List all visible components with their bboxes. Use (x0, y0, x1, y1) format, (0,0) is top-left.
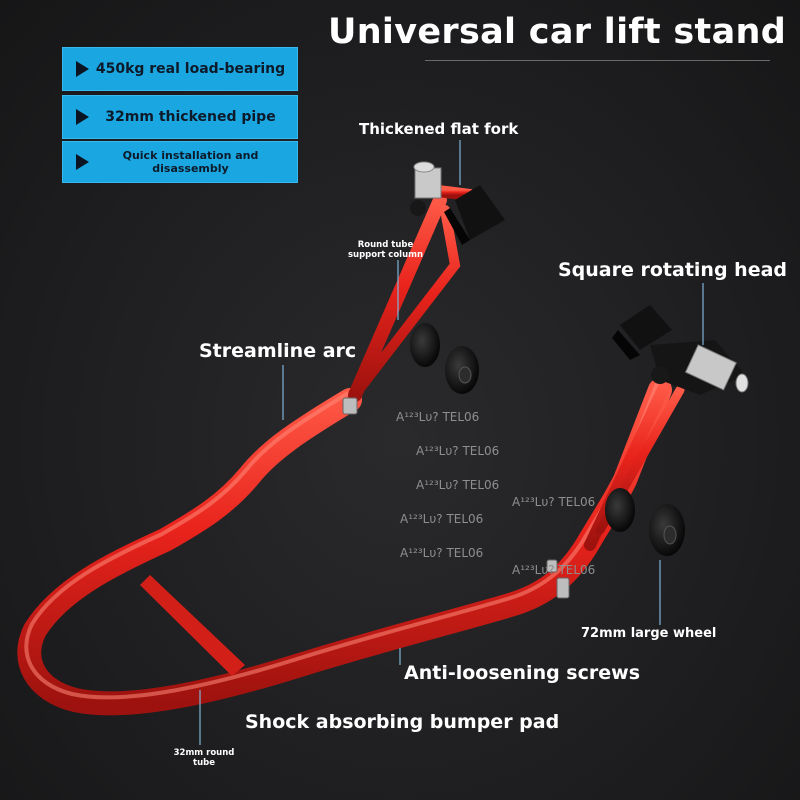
callout-support-column: Round tube support column (347, 240, 424, 260)
right-wheels (605, 488, 685, 556)
callout-flat-fork: Thickened flat fork (359, 120, 519, 138)
watermark-text: A¹²³Lυ? TEL06 (400, 512, 484, 526)
feature-load-bearing: 450kg real load-bearing (62, 47, 298, 91)
feature-text: 32mm thickened pipe (105, 109, 276, 125)
cross-brace (140, 575, 245, 676)
watermark-text: A¹²³Lυ? TEL06 (400, 546, 484, 560)
watermark-text: A¹²³Lυ? TEL06 (512, 563, 596, 577)
feature-thickened-pipe: 32mm thickened pipe (62, 95, 298, 139)
callout-round-tube: 32mm round tube (173, 748, 235, 768)
flat-fork-head (410, 161, 505, 245)
callout-streamline-arc: Streamline arc (199, 340, 357, 362)
watermark-text: A¹²³Lυ? TEL06 (396, 410, 480, 424)
feature-quick-installation: Quick installation and disassembly (62, 141, 298, 183)
play-triangle-icon (76, 61, 89, 77)
callout-screws: Anti-loosening screws (404, 662, 640, 684)
callout-bumper-pad: Shock absorbing bumper pad (245, 711, 560, 733)
watermark-text: A¹²³Lυ? TEL06 (416, 478, 500, 492)
play-triangle-icon (76, 154, 89, 170)
callout-rotating-head: Square rotating head (558, 259, 788, 281)
title-underline (425, 60, 770, 61)
left-wheels (410, 323, 479, 394)
watermark-text: A¹²³Lυ? TEL06 (512, 495, 596, 509)
u-frame-tube (17, 378, 672, 716)
feature-text: Quick installation and disassembly (122, 149, 259, 175)
play-triangle-icon (76, 109, 89, 125)
callout-large-wheel: 72mm large wheel (581, 626, 717, 641)
square-rotating-head (612, 305, 749, 395)
watermark-text: A¹²³Lυ? TEL06 (416, 444, 500, 458)
feature-text: 450kg real load-bearing (95, 61, 286, 77)
anti-loosening-screws (342, 397, 570, 599)
page-title: Universal car lift stand (328, 12, 787, 52)
callout-lines (199, 140, 704, 745)
